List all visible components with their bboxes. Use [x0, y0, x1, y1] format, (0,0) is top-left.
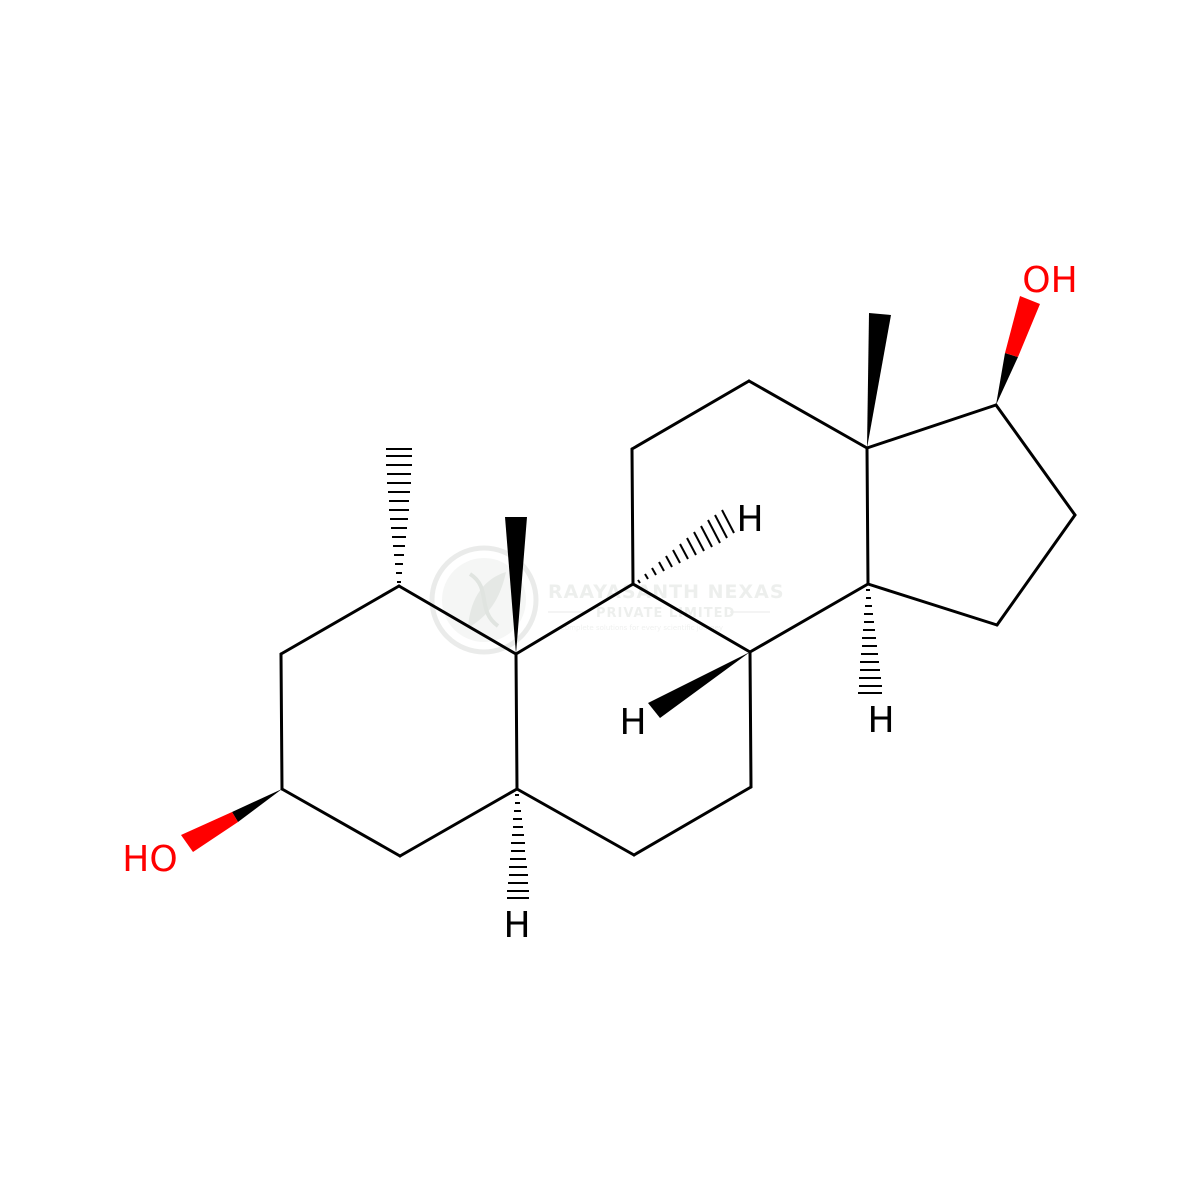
bond-c1-c2: [279, 584, 401, 656]
wedge-c8-h: [648, 652, 750, 718]
wedge-bonds: [181, 296, 1040, 852]
bond-c14-c8: [748, 582, 870, 654]
wedge-c3-o-oxygen-half: [181, 812, 238, 852]
wedge-c17-o-oxygen-half: [1005, 296, 1040, 357]
skeleton-bonds: [279, 379, 1077, 858]
bond-c12-c13: [747, 379, 869, 450]
hash-c1-methyl: [386, 448, 412, 583]
bond-c17-c16: [994, 403, 1077, 517]
atom-label-h-c5: H: [503, 905, 530, 946]
wedge-c3-o-carbon-half: [232, 789, 282, 822]
hash-c14-h: [858, 589, 882, 694]
atom-label-oh-top: OH: [1022, 260, 1077, 301]
wedge-c17-o-carbon-half: [996, 353, 1018, 405]
bond-c5-c6: [515, 787, 636, 857]
watermark-logo-leaf: [468, 572, 506, 628]
bond-c8-c9: [631, 582, 752, 654]
bond-c16-c15: [995, 513, 1077, 627]
hash-bonds: [386, 448, 882, 899]
watermark: RAAYASANTH NEXAS PRIVATE LIMITED Complet…: [429, 545, 785, 655]
watermark-title: RAAYASANTH NEXAS: [548, 581, 785, 603]
hash-c5-h: [507, 794, 529, 899]
watermark-tagline: Complete solutions for every scientific …: [560, 624, 723, 632]
hash-c9-h: [637, 509, 735, 584]
bond-c9-c10: [514, 582, 635, 656]
bond-c10-c1: [397, 584, 518, 656]
bond-c11-c12: [630, 379, 751, 451]
bond-c7-c8: [748, 650, 753, 789]
watermark-subtitle: PRIVATE LIMITED: [596, 606, 735, 621]
atom-label-ho-left: HO: [122, 839, 177, 880]
wedge-c13-methyl: [867, 313, 891, 448]
bond-c2-c3: [279, 652, 284, 791]
atom-label-h-c8: H: [619, 702, 646, 743]
atom-labels: OH HO H H H H: [122, 260, 1077, 946]
atom-label-h-c9: H: [736, 499, 763, 540]
bond-c13-c17: [865, 403, 998, 450]
atom-label-h-c14: H: [867, 700, 894, 741]
watermark-logo-helix: [468, 572, 500, 628]
bond-c13-c14: [865, 446, 870, 586]
bond-c3-c4: [280, 787, 402, 858]
wedge-c10-methyl: [505, 517, 527, 654]
bond-c4-c5: [398, 787, 519, 858]
bond-c5-c10: [514, 652, 519, 791]
bond-c9-c11: [630, 447, 635, 586]
bond-c15-c14: [866, 582, 999, 627]
bond-c6-c7: [632, 785, 753, 857]
watermark-logo-ring: [429, 545, 539, 655]
